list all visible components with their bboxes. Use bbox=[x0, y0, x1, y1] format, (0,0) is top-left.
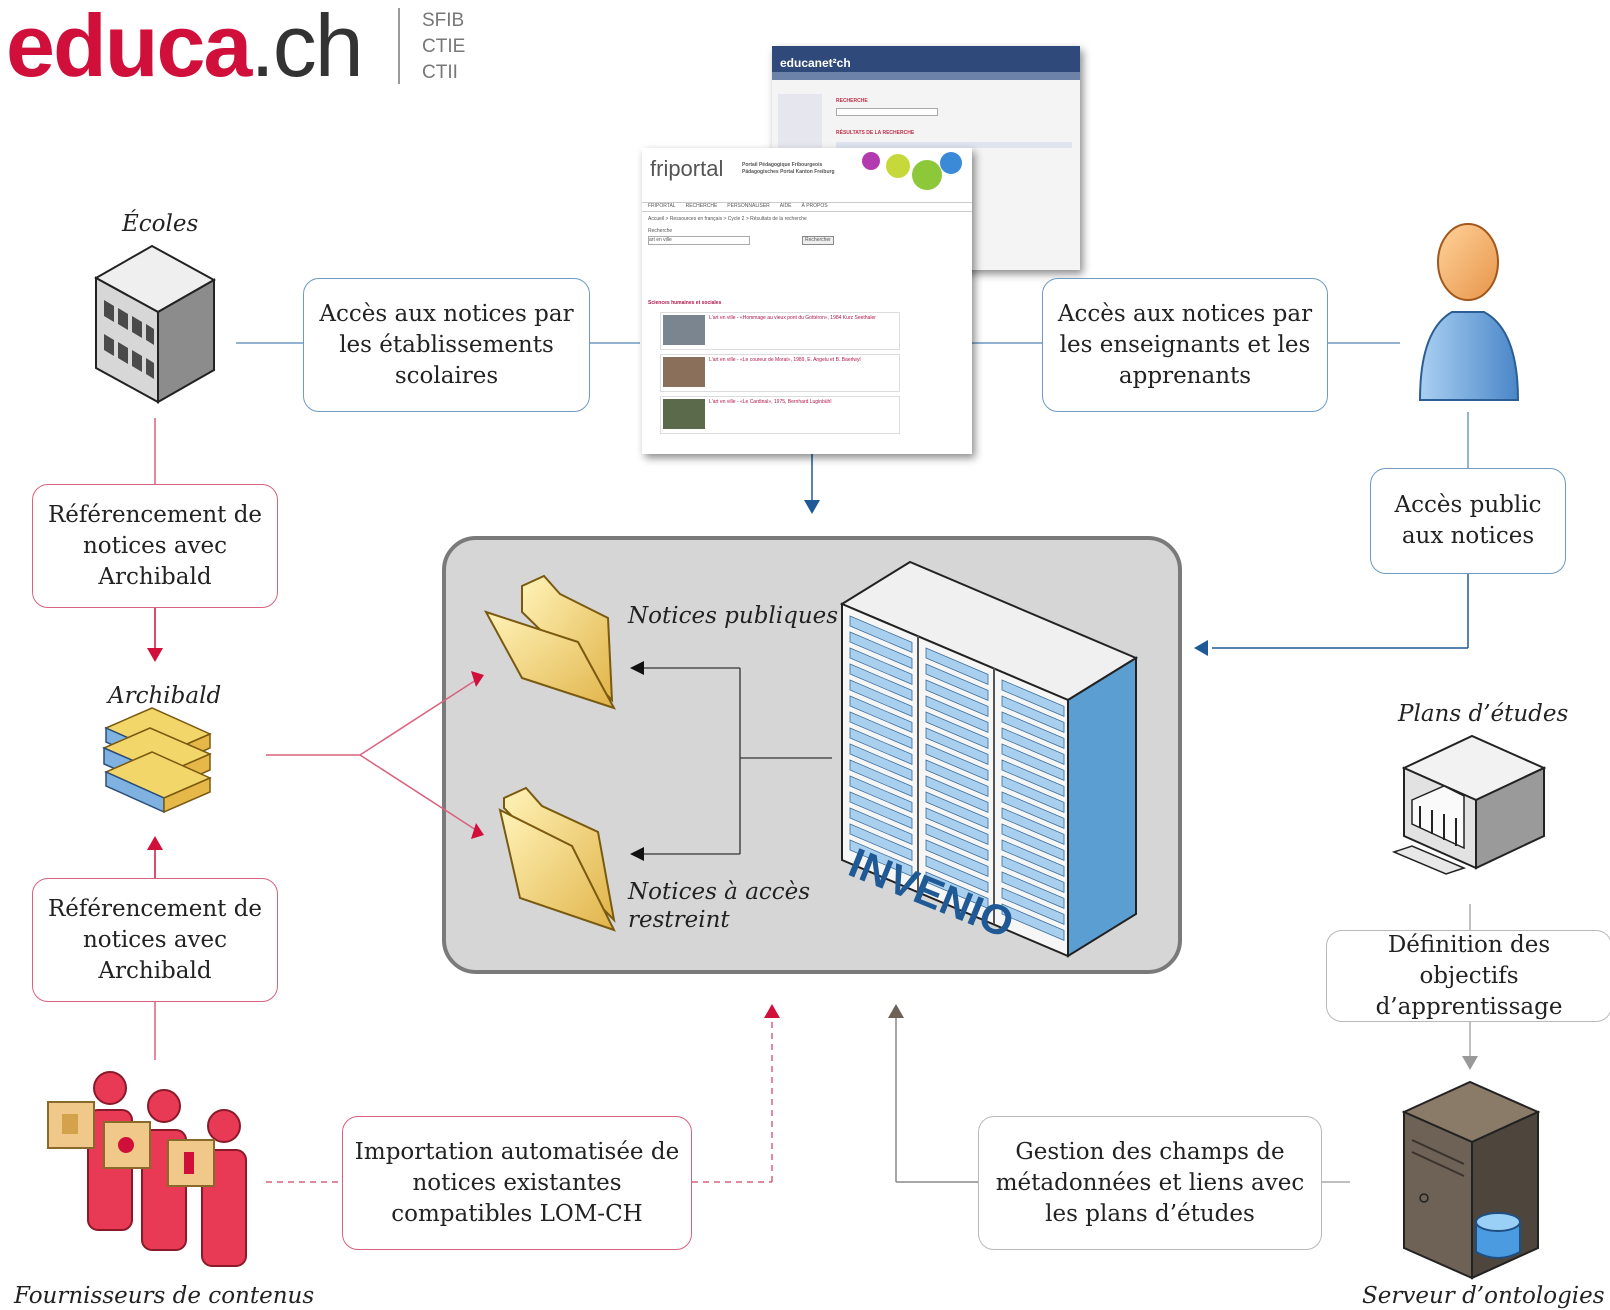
restricted-records-folder-icon bbox=[498, 786, 616, 932]
rack-drawer bbox=[849, 663, 913, 701]
friportal-breadcrumb: Accueil > Ressources en français > Cycle… bbox=[648, 216, 807, 222]
logo-main-text: educa bbox=[6, 0, 252, 95]
rack-drawer bbox=[1001, 727, 1065, 765]
rack-drawer bbox=[925, 743, 989, 781]
rack-drawer bbox=[925, 727, 989, 765]
friportal-tagline-1: Portail Pédagogique Fribourgeois bbox=[742, 162, 823, 168]
label-schools: Écoles bbox=[122, 211, 199, 237]
rack-drawer bbox=[925, 759, 989, 797]
label-archibald: Archibald bbox=[108, 683, 222, 709]
label-restricted-records: Notices à accès restreint bbox=[628, 879, 811, 933]
rack-drawer bbox=[849, 631, 913, 669]
rack-drawer bbox=[925, 791, 989, 829]
box-import-auto: Importation automatisée de notices exist… bbox=[342, 1116, 692, 1250]
rack-drawer bbox=[1001, 887, 1065, 925]
person-icon bbox=[1418, 223, 1520, 401]
label-public-records: Notices publiques bbox=[628, 603, 839, 629]
rack-drawer bbox=[1001, 679, 1065, 717]
rack-drawer bbox=[925, 663, 989, 701]
logo-org-ctii: CTII bbox=[422, 62, 458, 83]
rack-drawer bbox=[849, 679, 913, 717]
friportal-nav-item[interactable]: PERSONNALISER bbox=[727, 203, 770, 209]
rack-drawer bbox=[925, 647, 989, 685]
box-referencing-top: Référencement de notices avec Archibald bbox=[32, 484, 278, 608]
label-curricula: Plans d’études bbox=[1398, 701, 1569, 727]
box-metadata-management: Gestion des champs de métadonnées et lie… bbox=[978, 1116, 1322, 1250]
box-definition-objectives: Définition des objectifs d’apprentissage bbox=[1326, 930, 1610, 1022]
logo-separator bbox=[398, 8, 400, 84]
rack-drawer bbox=[849, 839, 913, 877]
rack-drawer bbox=[849, 647, 913, 685]
rack-drawer bbox=[849, 775, 913, 813]
label-ontology-server: Serveur d’ontologies bbox=[1362, 1283, 1605, 1309]
box-referencing-bottom: Référencement de notices avec Archibald bbox=[32, 878, 278, 1002]
rack-drawer bbox=[1001, 759, 1065, 797]
rack-drawer bbox=[1001, 743, 1065, 781]
rack-drawer bbox=[1001, 839, 1065, 877]
educa-logo: educa.ch bbox=[6, 2, 364, 90]
friportal-result[interactable]: L'art en ville - «Le Cardinal», 1975, Be… bbox=[709, 399, 832, 405]
rack-drawer bbox=[849, 615, 913, 653]
rack-drawer bbox=[925, 679, 989, 717]
rack-drawer bbox=[925, 823, 989, 861]
rack-drawer bbox=[925, 695, 989, 733]
friportal-tagline-2: Pädagogisches Portal Kanton Freiburg bbox=[742, 169, 835, 175]
friportal-result[interactable]: L'art en ville - «Le coureur de Morat», … bbox=[709, 357, 861, 363]
rack-drawer bbox=[925, 807, 989, 845]
content-providers-icon bbox=[47, 1071, 247, 1267]
friportal-nav-item[interactable]: À PROPOS bbox=[801, 203, 828, 209]
rack-drawer bbox=[925, 775, 989, 813]
box-teachers-access: Accès aux notices par les enseignants et… bbox=[1042, 278, 1328, 412]
books-stack-icon bbox=[102, 707, 212, 814]
friportal-nav-item[interactable]: RECHERCHE bbox=[685, 203, 718, 209]
ontology-server-icon bbox=[1401, 1080, 1541, 1280]
friportal-search-label: Recherche bbox=[648, 228, 673, 234]
school-building-icon bbox=[93, 244, 217, 404]
rack-drawer bbox=[1001, 711, 1065, 749]
friportal-search-button[interactable]: Rechercher bbox=[802, 236, 834, 245]
rack-drawer bbox=[849, 759, 913, 797]
rack-drawer bbox=[1001, 823, 1065, 861]
rack-drawer bbox=[849, 823, 913, 861]
rack-drawer bbox=[1001, 791, 1065, 829]
rack-drawer bbox=[849, 791, 913, 829]
friportal-search-input[interactable]: art en ville bbox=[648, 236, 750, 245]
rack-drawer bbox=[1001, 775, 1065, 813]
friportal-logo: friportal bbox=[650, 156, 724, 181]
friportal-nav-item[interactable]: FRIPORTAL bbox=[648, 203, 676, 209]
logo-org-ctie: CTIE bbox=[422, 36, 466, 57]
logo-orgs: SFIB CTIE CTII bbox=[422, 8, 465, 86]
public-records-folder-icon bbox=[483, 574, 617, 710]
educanet-search-title: RECHERCHE bbox=[836, 98, 868, 104]
rack-drawer bbox=[1001, 871, 1065, 909]
educanet-results-title: RÉSULTATS DE LA RECHERCHE bbox=[836, 130, 915, 136]
box-public-access: Accès public aux notices bbox=[1370, 468, 1566, 574]
friportal-result[interactable]: L'art en ville - «Hommage au vieux pont … bbox=[709, 315, 876, 321]
rack-drawer bbox=[1001, 807, 1065, 845]
rack-drawer bbox=[925, 839, 989, 877]
invenio-server-rack-icon bbox=[839, 560, 1139, 958]
rack-drawer bbox=[849, 807, 913, 845]
rack-drawer bbox=[1001, 903, 1065, 941]
rack-drawer bbox=[1001, 695, 1065, 733]
logo-suffix: .ch bbox=[250, 0, 363, 95]
rack-drawer bbox=[849, 695, 913, 733]
friportal-section: Sciences humaines et sociales bbox=[648, 300, 722, 306]
rack-drawer bbox=[925, 871, 989, 909]
rack-drawer bbox=[925, 855, 989, 893]
rack-drawer bbox=[925, 711, 989, 749]
rack-drawer bbox=[849, 727, 913, 765]
friportal-screenshot: friportal Portail Pédagogique Fribourgeo… bbox=[642, 148, 972, 454]
rack-drawer bbox=[1001, 855, 1065, 893]
educanet-logo: educanet²ch bbox=[772, 46, 1080, 72]
friportal-nav-item[interactable]: AIDE bbox=[779, 203, 792, 209]
logo-org-sfib: SFIB bbox=[422, 10, 465, 31]
label-providers: Fournisseurs de contenus bbox=[14, 1283, 315, 1309]
rack-drawer bbox=[849, 743, 913, 781]
box-schools-access: Accès aux notices par les établissements… bbox=[303, 278, 590, 412]
rack-drawer bbox=[849, 711, 913, 749]
curricula-server-icon bbox=[1391, 734, 1547, 875]
